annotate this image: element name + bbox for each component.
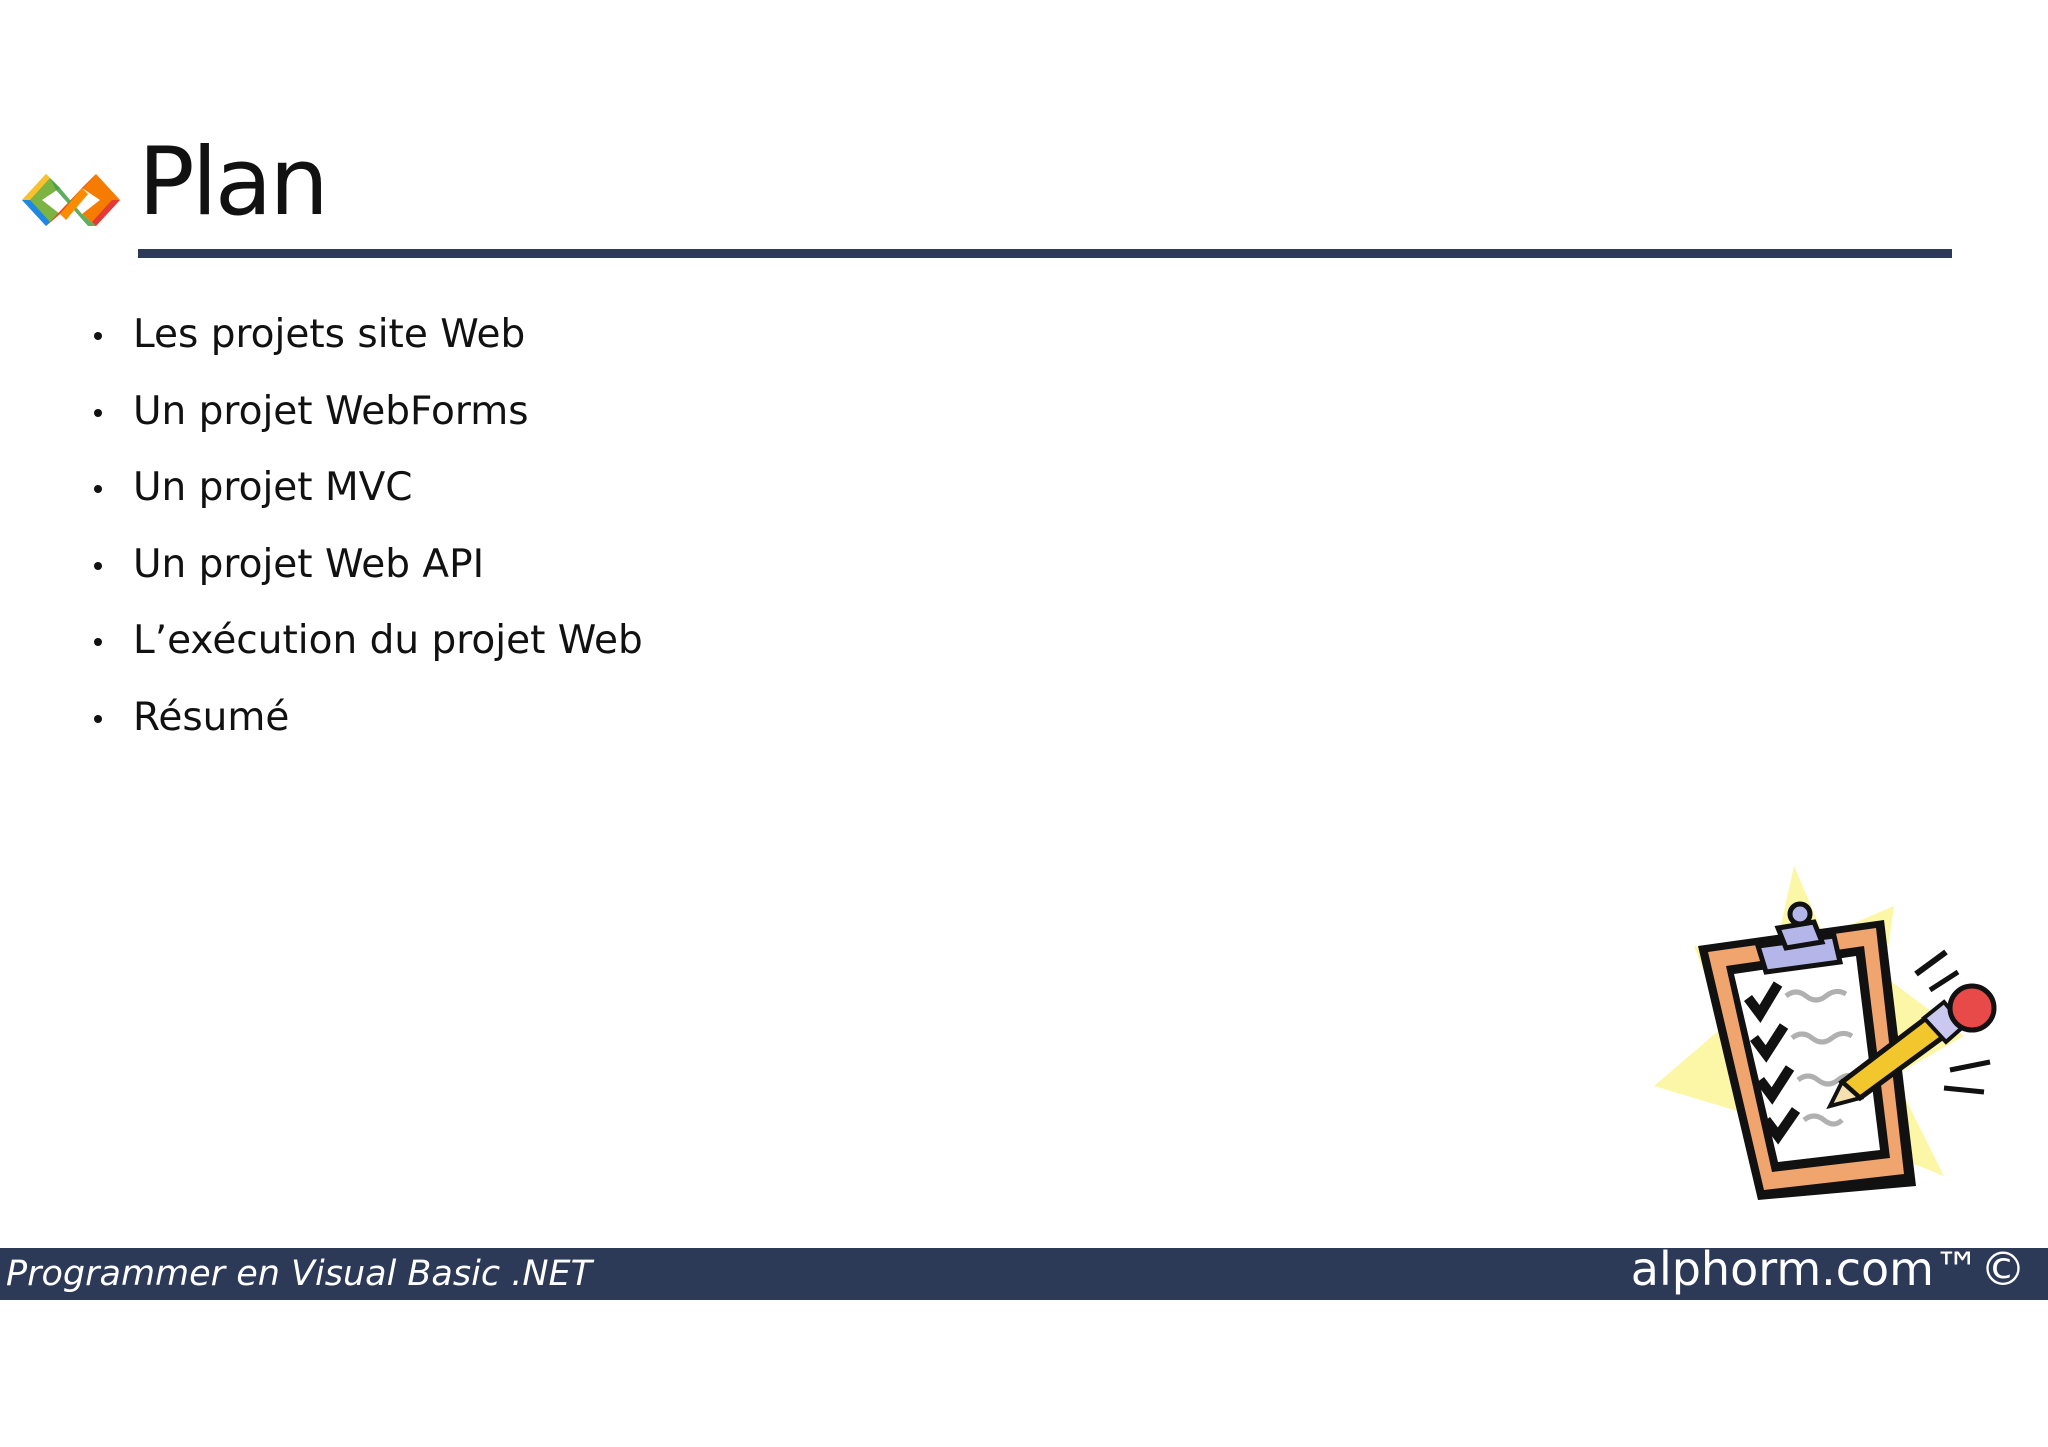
list-item-label: Résumé (133, 694, 290, 740)
list-item-label: Un projet WebForms (133, 388, 529, 434)
visual-studio-logo-icon (22, 174, 120, 226)
list-item: Résumé (90, 689, 643, 766)
outline-list: Les projets site Web Un projet WebForms … (90, 306, 643, 765)
list-item: Les projets site Web (90, 306, 643, 383)
bullet-icon (94, 714, 102, 723)
bullet-icon (94, 332, 102, 340)
bullet-icon (94, 408, 102, 417)
bullet-icon (94, 638, 102, 646)
brand-name: alphorm.com™© (1630, 1242, 2026, 1296)
bullet-icon (94, 485, 102, 493)
list-item: Un projet WebForms (90, 383, 643, 460)
list-item-label: Les projets site Web (133, 312, 526, 357)
title-underline (138, 249, 1952, 258)
footer-bar: Programmer en Visual Basic .NET alphorm.… (0, 1242, 2048, 1300)
slide-title: Plan (138, 128, 329, 237)
list-item-label: Un projet Web API (133, 541, 485, 587)
list-item: Un projet Web API (90, 536, 643, 613)
list-item: Un projet MVC (90, 459, 643, 536)
clipboard-checklist-icon (1654, 866, 1997, 1200)
course-title: Programmer en Visual Basic .NET (6, 1254, 593, 1294)
bullet-icon (94, 561, 102, 570)
list-item-label: L’exécution du projet Web (133, 618, 643, 663)
list-item: L’exécution du projet Web (90, 612, 643, 689)
list-item-label: Un projet MVC (133, 465, 413, 510)
